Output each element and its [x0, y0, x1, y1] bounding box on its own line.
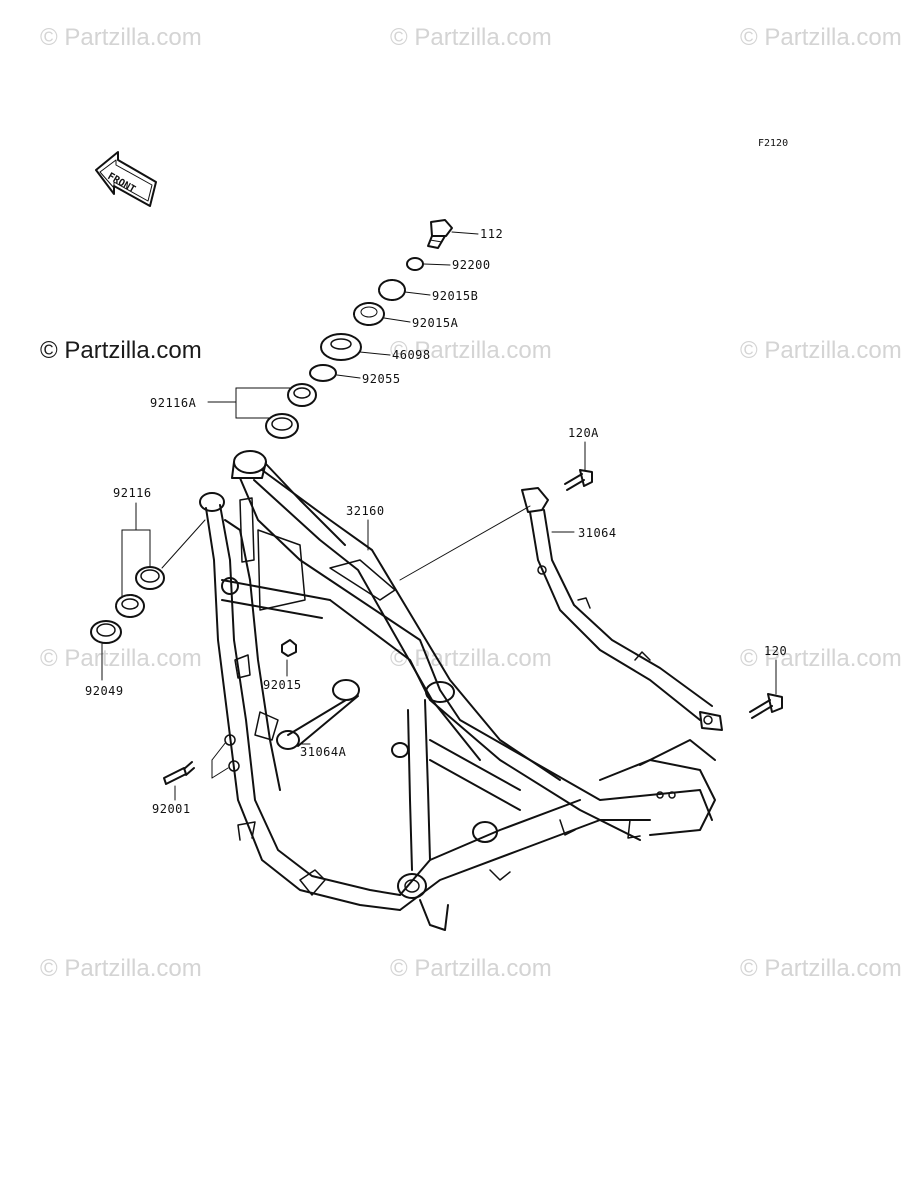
- part-label-92015A[interactable]: 92015A: [412, 316, 459, 330]
- bolt-120-icon: [749, 693, 783, 719]
- watermark: © Partzilla.com: [740, 645, 902, 672]
- watermark: © Partzilla.com: [40, 645, 202, 672]
- part-label-120[interactable]: 120: [764, 644, 788, 658]
- part-label-31064[interactable]: 31064: [578, 526, 617, 540]
- watermark: © Partzilla.com: [390, 955, 552, 982]
- part-label-112[interactable]: 112: [480, 227, 504, 241]
- main-frame-32160: [199, 450, 716, 931]
- figure-code: F2120: [758, 138, 789, 149]
- watermark: © Partzilla.com: [390, 645, 552, 672]
- watermark: © Partzilla.com: [740, 24, 902, 51]
- cap-46098-icon: [320, 333, 362, 361]
- part-label-92001[interactable]: 92001: [152, 802, 191, 816]
- part-label-92116A[interactable]: 92116A: [150, 396, 197, 410]
- bracket-31064A: [254, 679, 360, 750]
- bearing-92116A-icon: [287, 383, 317, 407]
- watermark-main: © Partzilla.com: [40, 337, 202, 364]
- watermark: © Partzilla.com: [740, 337, 902, 364]
- part-label-31064A[interactable]: 31064A: [300, 745, 347, 759]
- seal-92049-icon: [90, 620, 122, 644]
- part-label-92116[interactable]: 92116: [113, 486, 152, 500]
- part-label-92015[interactable]: 92015: [263, 678, 302, 692]
- front-arrow-icon: FRONT: [95, 151, 157, 207]
- nut-92015A-icon: [353, 302, 385, 326]
- watermark: © Partzilla.com: [390, 24, 552, 51]
- part-label-120A[interactable]: 120A: [568, 426, 599, 440]
- part-label-92200[interactable]: 92200: [452, 258, 491, 272]
- watermark: © Partzilla.com: [40, 955, 202, 982]
- ring-92055-icon: [309, 364, 337, 382]
- part-label-92055[interactable]: 92055: [362, 372, 401, 386]
- subframe-31064: [521, 487, 723, 731]
- bolt-92001-icon: [163, 734, 240, 785]
- bolt-112-icon: [427, 219, 453, 249]
- nut-92015B-icon: [378, 279, 406, 301]
- bearing-92116-icon: [115, 594, 145, 618]
- watermark: © Partzilla.com: [740, 955, 902, 982]
- part-label-32160[interactable]: 32160: [346, 504, 385, 518]
- bolt-120A-icon: [564, 469, 593, 491]
- washer-92200-icon: [406, 257, 424, 271]
- part-label-46098[interactable]: 46098: [392, 348, 431, 362]
- nut-92015-icon: [281, 639, 297, 657]
- part-label-92049[interactable]: 92049: [85, 684, 124, 698]
- watermark: © Partzilla.com: [40, 24, 202, 51]
- race-92116-icon: [135, 566, 165, 590]
- leader-lines: [101, 231, 777, 801]
- part-label-92015B[interactable]: 92015B: [432, 289, 479, 303]
- watermark: © Partzilla.com: [390, 337, 552, 364]
- race-92116A-icon: [265, 413, 299, 439]
